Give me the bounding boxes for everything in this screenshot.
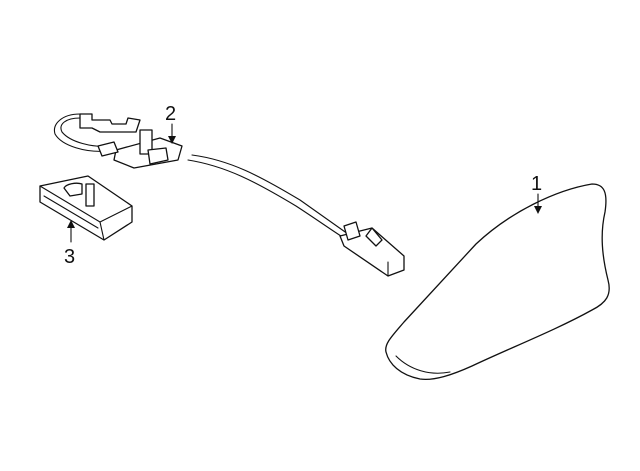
end-connector-latch: [365, 227, 383, 247]
base-body: [39, 175, 133, 241]
callout-number-2: 2: [165, 103, 176, 125]
cable-harness-part-2: [53, 113, 405, 277]
antenna-cover-part-1: [385, 183, 610, 381]
cable-line-back: [187, 159, 345, 239]
connector-sleeve: [147, 147, 169, 165]
arrowhead-1: [534, 206, 542, 214]
cable-loop-back: [53, 113, 109, 152]
base-window: [63, 182, 83, 197]
arrowhead-2: [168, 136, 176, 144]
left-clip: [79, 113, 141, 133]
callout-number-3: 3: [64, 246, 75, 268]
end-connector-tab: [343, 221, 361, 241]
cable-boot: [97, 141, 119, 157]
callout-number-1: 1: [531, 173, 542, 195]
callout-leaders: [67, 123, 542, 243]
antenna-base-part-3: [39, 175, 133, 241]
cable-line: [191, 154, 349, 235]
base-pin: [85, 183, 95, 207]
cable-loop: [60, 117, 113, 147]
arrowhead-3: [67, 220, 75, 228]
